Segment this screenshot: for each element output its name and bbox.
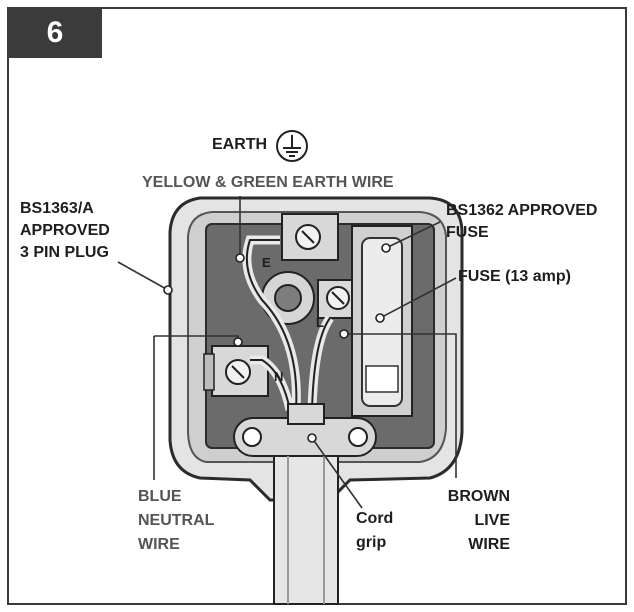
live-label-line3: WIRE [468, 536, 510, 553]
neutral-label-line1: BLUE [138, 488, 182, 505]
power-cable [273, 455, 339, 605]
terminal-e-label: E [262, 255, 271, 270]
plug-label-line3: 3 PIN PLUG [20, 244, 109, 261]
earth-label: EARTH [212, 136, 268, 153]
cord-grip-label-line1: Cord [356, 510, 394, 527]
step-number-badge: 6 [8, 8, 102, 58]
terminal-l-label: L [316, 315, 324, 330]
earth-wire-label: YELLOW & GREEN EARTH WIRE [142, 174, 394, 191]
fuse-rating-label: FUSE (13 amp) [458, 268, 571, 285]
neutral-label-line2: NEUTRAL [138, 512, 215, 529]
live-label-line2: LIVE [474, 512, 510, 529]
earth-ground-icon [276, 130, 308, 162]
terminal-n-label: N [274, 369, 284, 384]
plug-label-line1: BS1363/A [20, 200, 94, 217]
neutral-label-line3: WIRE [138, 536, 180, 553]
leader-lines [117, 196, 457, 509]
earth-terminal [281, 213, 339, 261]
fuse-approved-label-line2: FUSE [446, 224, 489, 241]
cord-grip-label-line2: grip [356, 534, 387, 551]
live-label-line1: BROWN [447, 488, 510, 505]
fuse-approved-label-line1: BS1362 APPROVED [446, 202, 598, 219]
plug-label-line2: APPROVED [20, 222, 110, 239]
